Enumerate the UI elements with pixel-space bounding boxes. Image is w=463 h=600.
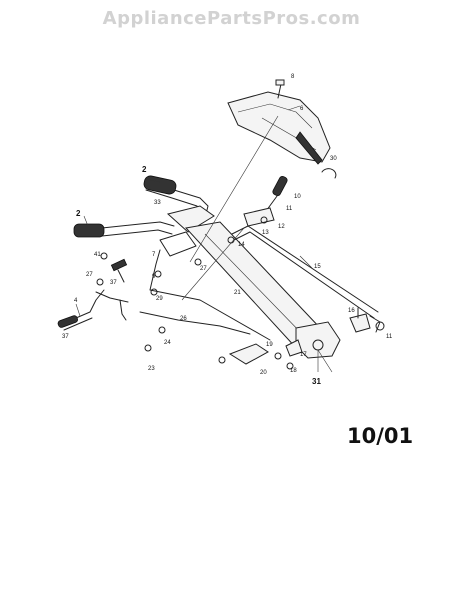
bracket-hardware [349, 307, 385, 333]
callout-30: 30 [330, 156, 337, 162]
callout-12: 12 [278, 224, 285, 230]
callout-18: 18 [290, 368, 297, 374]
handle-tube [185, 221, 341, 359]
callout-10: 10 [294, 194, 301, 200]
linkage-hardware [218, 339, 303, 370]
lower-lever [57, 289, 127, 331]
callout-4: 4 [74, 298, 78, 304]
callout-29: 29 [156, 296, 163, 302]
fasteners [96, 216, 268, 352]
callout-37-upper: 37 [110, 280, 117, 286]
callout-24: 24 [164, 340, 171, 346]
control-cable [95, 249, 271, 341]
callout-26: 26 [180, 316, 187, 322]
callout-37-lower: 37 [62, 334, 69, 340]
handlebar [73, 175, 215, 257]
leader-lines [75, 80, 333, 373]
shield-cover [227, 91, 331, 165]
callout-23: 23 [148, 366, 155, 372]
callout-15: 15 [314, 264, 321, 270]
callout-27-center: 27 [200, 266, 207, 272]
callout-labels: 2 2 4 6 7 8 9 10 11 11 12 13 14 15 16 17… [62, 74, 393, 386]
callout-7: 7 [152, 252, 156, 258]
callout-16: 16 [348, 308, 355, 314]
clip-part [321, 168, 337, 179]
callout-31: 31 [312, 377, 321, 386]
callout-19: 19 [266, 342, 273, 348]
callout-2-upper: 2 [142, 165, 147, 174]
callout-13: 13 [262, 230, 269, 236]
callout-6: 6 [300, 106, 304, 112]
callout-21: 21 [234, 290, 241, 296]
callout-9: 9 [152, 274, 156, 280]
date-code: 10/01 [347, 424, 414, 448]
callout-11-upper: 11 [286, 206, 293, 212]
callout-20: 20 [260, 370, 267, 376]
watermark-text: AppliancePartsPros.com [102, 8, 361, 29]
callout-8: 8 [291, 74, 295, 80]
callout-33: 33 [154, 200, 161, 206]
callout-2-lower: 2 [76, 209, 81, 218]
callout-14: 14 [238, 242, 245, 248]
callout-27-left: 27 [86, 272, 93, 278]
callout-41: 41 [94, 252, 101, 258]
callout-11-lower: 11 [386, 334, 393, 340]
callout-17: 17 [300, 352, 307, 358]
